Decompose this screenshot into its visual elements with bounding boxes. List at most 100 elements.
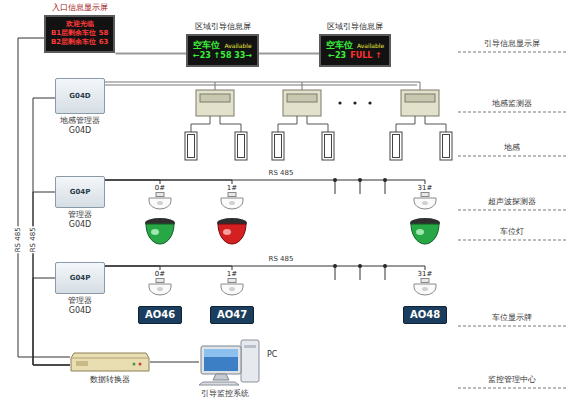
screen-text: B2层剩余车位 63	[51, 38, 108, 47]
pc-row: PC	[199, 336, 277, 386]
screen-text: Available	[224, 42, 251, 50]
pc-caption: 引导监控系统	[201, 388, 277, 399]
detector-dome	[413, 192, 437, 210]
layer-label: 车位灯	[458, 226, 566, 237]
screen-line: B2层剩余车位 63	[51, 38, 108, 47]
detector-number: 1#	[227, 184, 237, 192]
space-sign: AO47	[210, 306, 254, 324]
sensor-wire	[105, 82, 420, 90]
detector-dome	[148, 192, 172, 210]
space-light-part	[223, 229, 231, 235]
sensor-wire-part	[215, 82, 216, 90]
display-screen: 区域引导信息屏空车位Available←23FULL ↑	[319, 22, 391, 67]
manager-device: G04P管理器 G04D	[55, 262, 105, 315]
display-screen: 区域引导信息屏空车位 Available←23 ↑58 33→	[186, 22, 259, 67]
ellipsis-dot-part	[353, 101, 356, 104]
screen-text: ←23	[328, 51, 346, 62]
screen-line: 空车位Available	[326, 39, 384, 51]
layer-label: 车位显示牌	[458, 312, 566, 323]
device-model: G04P	[70, 188, 91, 196]
ellipsis-dot	[338, 101, 371, 104]
manager-device: G04P管理器 G04D	[55, 176, 105, 229]
ground-loop	[185, 132, 452, 160]
ground-loop-part	[185, 132, 197, 160]
sign-text: AO48	[410, 309, 440, 321]
converter-body	[70, 352, 150, 372]
sign-text: AO46	[145, 309, 175, 321]
dashed-rule-part	[458, 210, 566, 211]
screen-text: ←23 ↑58 33→	[193, 51, 252, 62]
screen-heading: 区域引导信息屏	[195, 22, 251, 32]
data-converter: 数据转换器	[70, 352, 150, 385]
ground-loop-part	[325, 135, 332, 158]
bus-drop-part	[335, 266, 336, 280]
ground-loop-part	[390, 132, 402, 160]
layer-label: 引导信息显示屏	[458, 38, 566, 49]
ground-loop-part	[322, 132, 334, 160]
sign-panel: AO46	[138, 306, 182, 324]
connector-line	[259, 53, 319, 55]
space-light-part	[411, 224, 439, 244]
detector-dome	[148, 278, 172, 296]
ultrasonic-detector: 31#	[413, 184, 437, 210]
detector-number: 0#	[155, 270, 165, 278]
layer-label: 监控管理中心	[458, 374, 566, 385]
sign-panel: AO47	[210, 306, 254, 324]
ground-detector-part	[196, 90, 234, 116]
space-light-part	[151, 229, 159, 235]
ultrasonic-detector: 1#	[220, 270, 244, 296]
ultrasonic-detector: 0#	[148, 184, 172, 210]
detector-number: 0#	[155, 184, 165, 192]
loop-wire-part	[278, 116, 297, 132]
detector-dome	[220, 278, 244, 296]
screen-text: 空车位	[326, 39, 353, 51]
screen-line: B1层剩余车位 58	[51, 29, 108, 38]
connector-line	[105, 266, 160, 270]
detector-dome	[413, 278, 437, 296]
edge-label: RS 485	[29, 227, 37, 254]
dashed-rule-part	[458, 156, 566, 157]
ground-loop-part	[235, 132, 247, 160]
space-light	[145, 218, 440, 244]
dashed-rule-part	[458, 240, 566, 241]
sensor-wire-part	[105, 85, 417, 86]
screen-text: FULL ↑	[350, 51, 382, 62]
ellipsis-dot-part	[368, 101, 371, 104]
detector-number: 1#	[227, 270, 237, 278]
connector-line	[105, 266, 425, 270]
dashed-rule	[458, 52, 566, 388]
dashed-rule-part	[458, 326, 566, 327]
screen-line: 空车位 Available	[193, 39, 252, 51]
loop-wire-part	[425, 116, 446, 132]
device-model: G04D	[69, 92, 90, 100]
device-caption: 地感管理器 G04D	[57, 116, 103, 135]
ground-loop-part	[443, 135, 450, 158]
connector-line	[105, 180, 425, 184]
converter-caption: 数据转换器	[90, 374, 130, 385]
bus-drop-part	[360, 266, 361, 280]
screen-text: 空车位	[193, 39, 220, 51]
device-body: G04P	[55, 262, 105, 294]
bus-drop-part	[335, 180, 336, 194]
bus-drop-part	[360, 180, 361, 194]
edge-label: RS 485	[268, 256, 295, 264]
dashed-rule-part	[458, 388, 566, 389]
loop-wire-part	[396, 116, 415, 132]
ultrasonic-detector: 1#	[220, 184, 244, 210]
monitor-pc: PC 引导监控系统	[199, 336, 277, 399]
screen-text: 欢迎光临	[66, 20, 94, 29]
display-screen: 入口信息显示屏欢迎光临B1层剩余车位 58B2层剩余车位 63	[44, 3, 115, 53]
space-light-part	[416, 229, 424, 235]
sign-text: AO47	[217, 309, 247, 321]
connector-line	[105, 180, 160, 184]
ground-detector-part	[405, 94, 435, 102]
ground-loop-part	[238, 135, 245, 158]
loop-wire-part	[307, 116, 328, 132]
ultrasonic-detector: 31#	[413, 270, 437, 296]
edge-label: RS 485	[14, 227, 22, 254]
loop-wire	[191, 116, 446, 132]
ellipsis-dot-part	[338, 101, 341, 104]
ground-loop-part	[272, 132, 284, 160]
screen-panel: 空车位 Available←23 ↑58 33→	[186, 34, 259, 67]
